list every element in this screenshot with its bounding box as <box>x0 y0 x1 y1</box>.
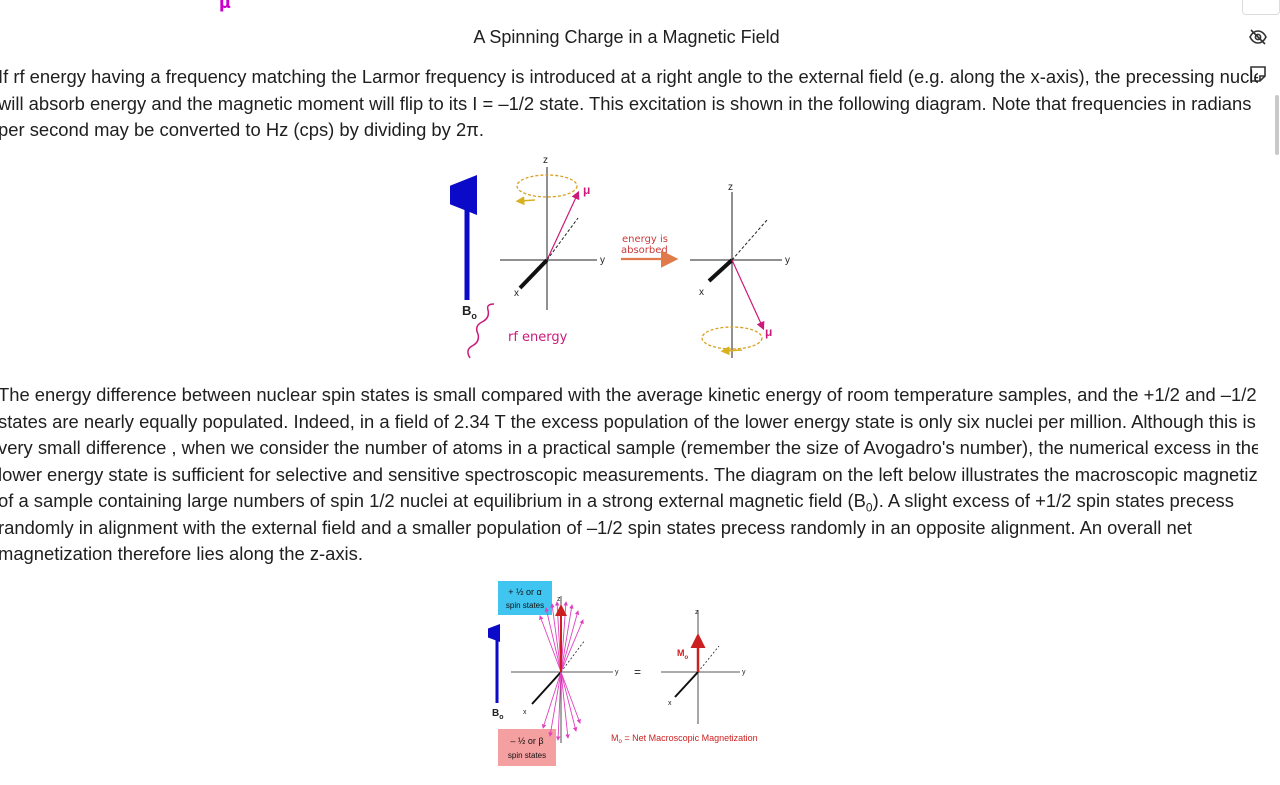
mu-vector-down <box>731 259 765 331</box>
alpha-box <box>498 581 552 615</box>
paragraph-2-line: of a sample containing large numbers of … <box>0 488 1258 515</box>
svg-text:z: z <box>543 155 548 166</box>
svg-text:x: x <box>514 288 519 299</box>
svg-text:spin states: spin states <box>506 601 544 610</box>
hide-visibility-button[interactable] <box>1245 24 1271 50</box>
arrow-label-1: energy is <box>622 234 668 245</box>
section-title: A Spinning Charge in a Magnetic Field <box>473 27 780 47</box>
svg-text:Mo: Mo <box>677 648 689 661</box>
beta-box <box>498 729 556 766</box>
svg-text:y: y <box>615 669 619 676</box>
paragraph-1-line: will absorb energy and the magnetic mome… <box>0 92 1252 114</box>
svg-text:x: x <box>668 700 672 707</box>
svg-text:+ ½ or α: + ½ or α <box>508 587 541 597</box>
sidebar-frame <box>1242 0 1280 15</box>
svg-text:x: x <box>699 287 704 298</box>
svg-text:z: z <box>728 182 733 193</box>
svg-text:x: x <box>523 709 527 716</box>
paragraph-2-line: lower energy state is sufficient for sel… <box>0 463 1258 485</box>
equals-sign: = <box>634 665 641 679</box>
paragraph-1: If rf energy having a frequency matching… <box>0 64 1258 144</box>
rf-wave <box>467 303 495 359</box>
paragraph-1-line: per second may be converted to Hz (cps) … <box>0 119 484 140</box>
arrow-label-2: absorbed <box>621 245 668 256</box>
svg-text:Bo: Bo <box>492 708 504 721</box>
note-button[interactable] <box>1245 61 1271 87</box>
paragraph-2-line: The energy difference between nuclear sp… <box>0 384 1257 405</box>
paragraph-2-line: magnetization therefore lies along the z… <box>0 543 363 564</box>
svg-text:y: y <box>785 255 790 266</box>
mu-vector-up <box>546 190 580 261</box>
note-icon <box>1250 66 1266 82</box>
paragraph-2-text: ). A slight excess of +1/2 spin states p… <box>872 490 1234 511</box>
magnetization-diagram: + ½ or α spin states – ½ or β spin state… <box>488 581 758 766</box>
paragraph-2: The energy difference between nuclear sp… <box>0 382 1258 568</box>
eye-slash-icon <box>1249 29 1267 45</box>
scrollbar-thumb[interactable] <box>1275 95 1279 155</box>
svg-text:y: y <box>742 669 746 676</box>
spin-flip-diagram: Bo rf energy z y x μ energy is absorbed … <box>450 155 790 359</box>
svg-text:μ: μ <box>765 325 772 339</box>
b0-label: Bo <box>462 303 477 321</box>
svg-text:spin states: spin states <box>508 751 546 760</box>
top-mu-symbol: μ <box>219 0 231 12</box>
paragraph-2-line: very small difference , when we consider… <box>0 437 1258 458</box>
paragraph-2-text: of a sample containing large numbers of … <box>0 490 866 511</box>
svg-text:y: y <box>600 255 605 266</box>
svg-text:– ½ or β: – ½ or β <box>510 736 543 746</box>
paragraph-2-line: randomly in alignment with the external … <box>0 516 1193 538</box>
b0-subscript: 0 <box>865 500 873 515</box>
paragraph-2-line: states are nearly equally populated. Ind… <box>0 410 1258 432</box>
paragraph-1-line: If rf energy having a frequency matching… <box>0 66 1258 87</box>
svg-text:μ: μ <box>583 183 590 197</box>
rf-energy-label: rf energy <box>508 330 568 345</box>
svg-text:z: z <box>557 596 561 603</box>
svg-text:z: z <box>695 609 699 616</box>
m0-caption: Mo = Net Macroscopic Magnetization <box>611 733 758 745</box>
